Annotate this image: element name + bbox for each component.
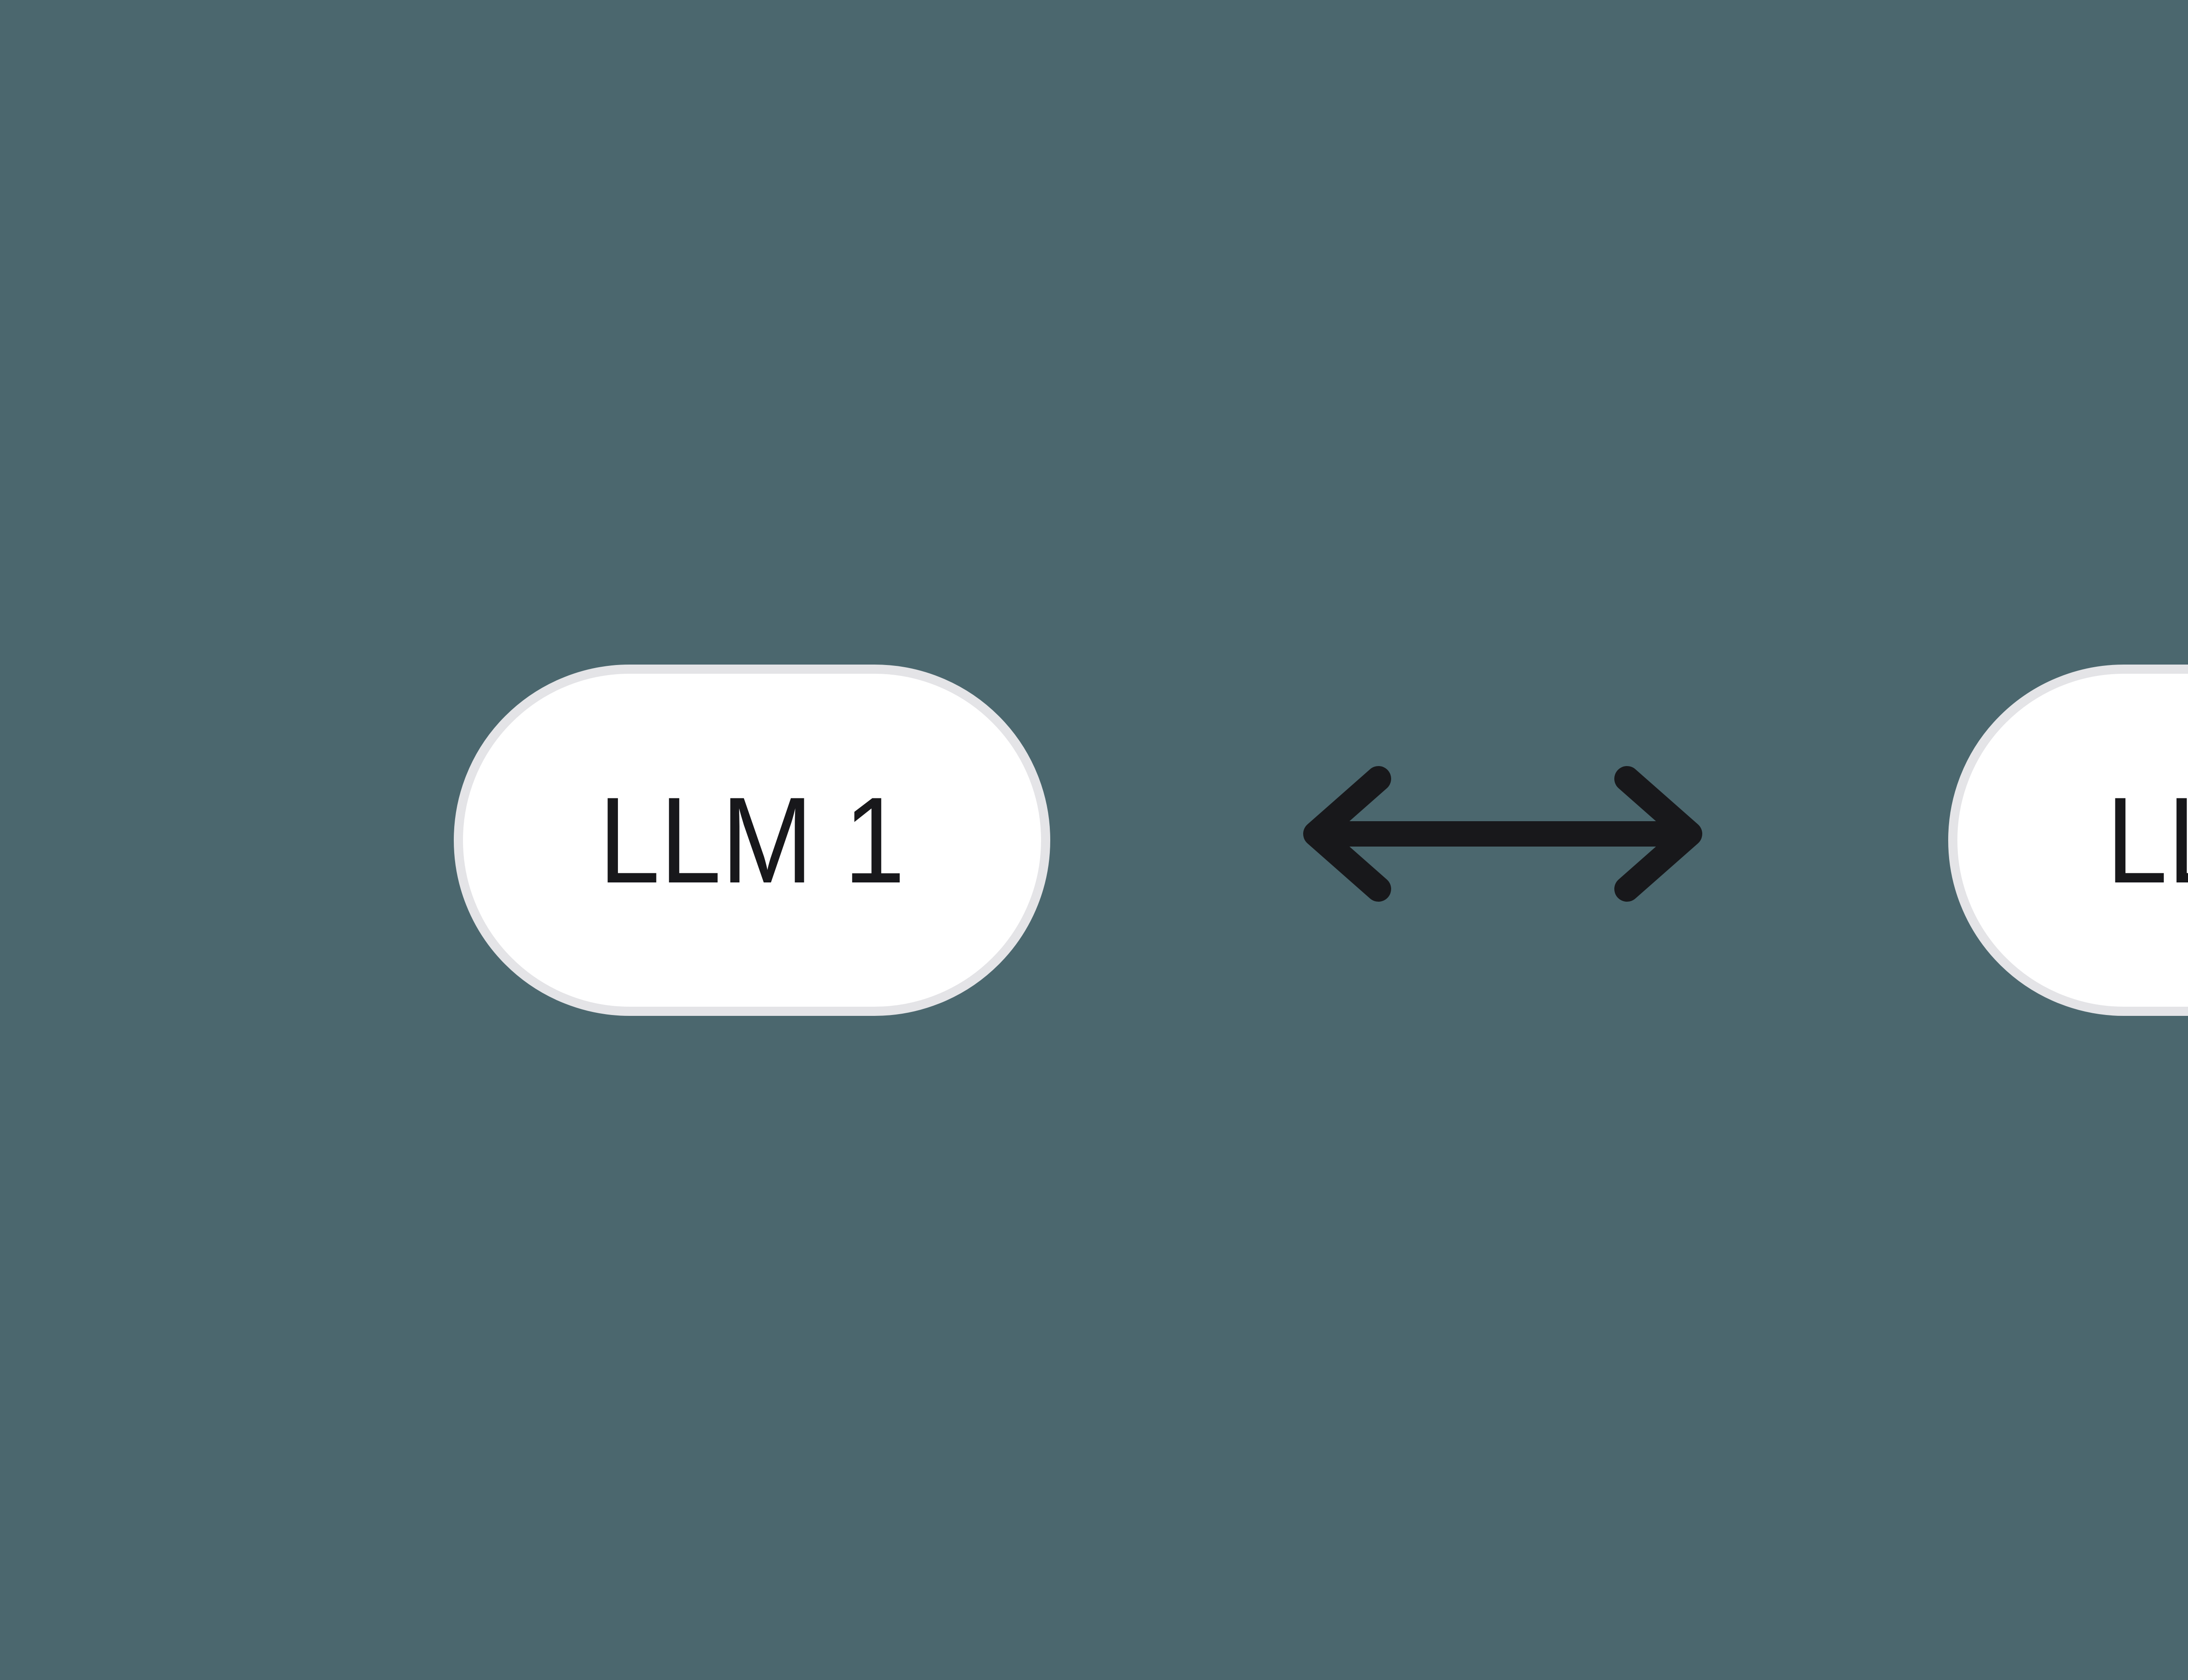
node-llm-2-label: LLM 2 <box>2106 772 2188 909</box>
node-llm-1-label: LLM 1 <box>599 772 905 909</box>
arrowhead-right <box>1614 766 1702 902</box>
